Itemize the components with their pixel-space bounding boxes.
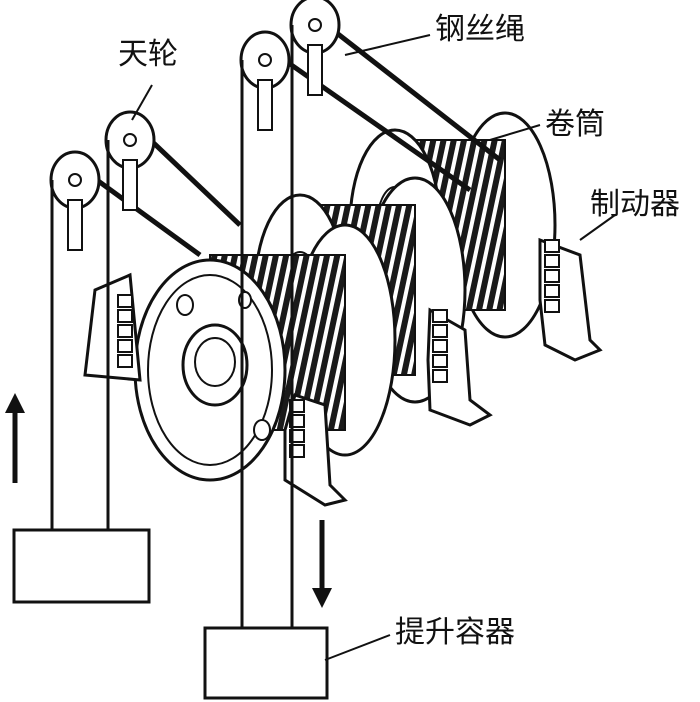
brake-front-left	[83, 272, 142, 382]
brake-middle	[426, 307, 493, 427]
arrow-down-icon	[312, 520, 332, 608]
sheave-3	[239, 30, 291, 131]
hoist-ropes-left	[50, 140, 110, 530]
label-drum: 卷筒	[545, 107, 605, 142]
sheave-1	[49, 150, 101, 251]
drum-front	[133, 223, 397, 482]
conveyance-left	[12, 528, 151, 604]
arrow-up-icon	[5, 393, 25, 483]
label-conveyance: 提升容器	[395, 615, 515, 650]
label-sheave: 天轮	[118, 37, 178, 72]
label-wire-rope: 钢丝绳	[435, 12, 525, 47]
wire-ropes	[88, 18, 502, 258]
leader-lines	[131, 34, 616, 661]
hoist-ropes-right	[240, 25, 294, 628]
brake-back	[538, 237, 603, 362]
label-brake: 制动器	[590, 187, 680, 222]
sheave-4	[289, 0, 341, 96]
conveyance-right	[203, 626, 329, 700]
sheave-2	[104, 110, 156, 211]
